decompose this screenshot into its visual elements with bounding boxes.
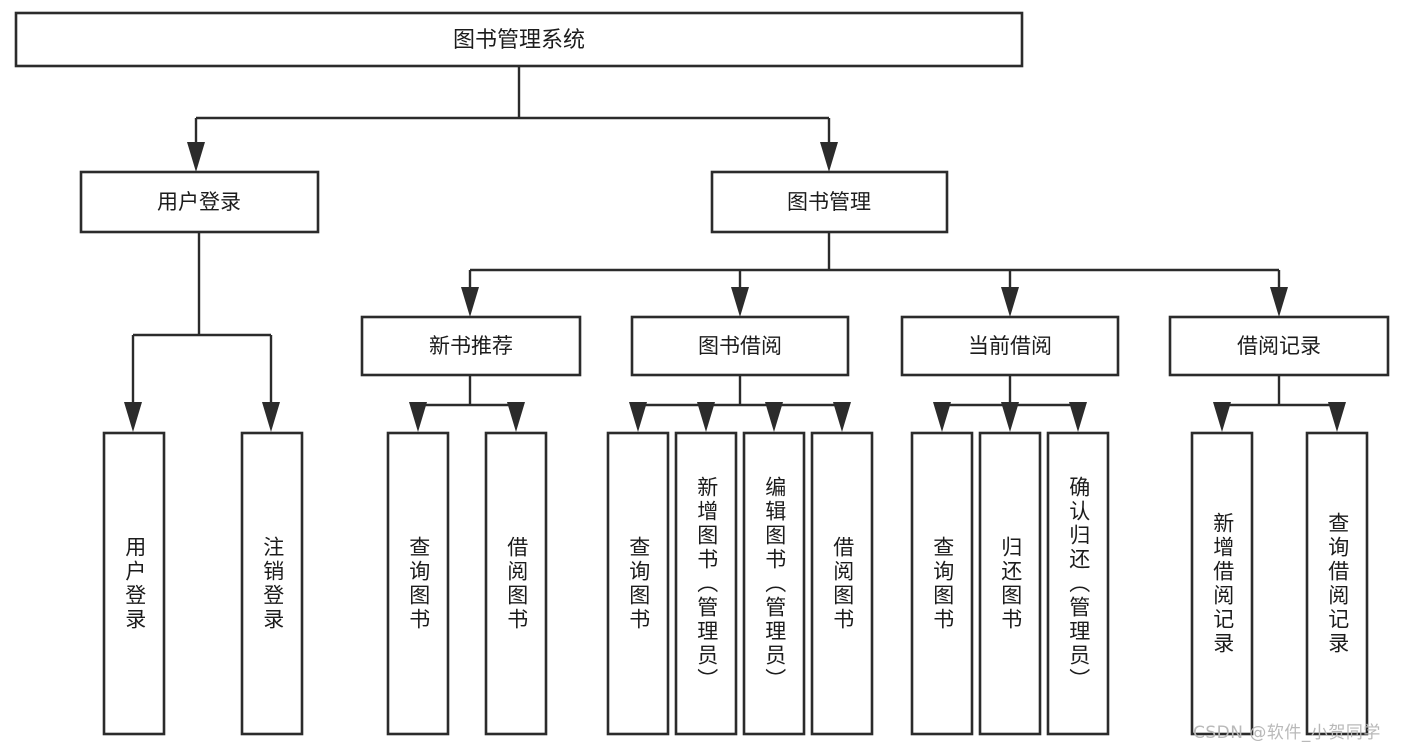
node-root-box[interactable] (14, 11, 1024, 68)
nodes-group: 图书管理系统 用户登录 图书管理 新书推荐 图书借阅 当前借阅 借阅记录 (14, 11, 1390, 736)
leaf-box-borrow-record-2[interactable] (1305, 431, 1369, 736)
arrow-current-borrow-child-3 (1069, 402, 1087, 432)
node-user-login-label: 用户登录 (157, 190, 241, 214)
arrow-current-borrow-child-2 (1001, 402, 1019, 432)
arrow-to-current-borrow (1001, 287, 1019, 317)
leaf-box-book-borrow-4[interactable] (810, 431, 874, 736)
leaf-box-book-borrow-3[interactable] (742, 431, 806, 736)
arrow-current-borrow-child-1 (933, 402, 951, 432)
connectors-group (124, 66, 1346, 432)
node-book-borrow-box[interactable] (630, 315, 850, 377)
arrow-new-book-child-2 (507, 402, 525, 432)
leaf-box-user-login-2[interactable] (240, 431, 304, 736)
node-current-borrow-label: 当前借阅 (968, 334, 1052, 358)
leaf-box-book-borrow-2[interactable] (674, 431, 738, 736)
arrow-book-borrow-child-1 (629, 402, 647, 432)
node-current-borrow-box[interactable] (900, 315, 1120, 377)
arrow-book-borrow-child-4 (833, 402, 851, 432)
arrow-to-book-borrow (731, 287, 749, 317)
arrow-borrow-record-child-1 (1213, 402, 1231, 432)
arrow-user-login-child-2 (262, 402, 280, 432)
node-new-book-label: 新书推荐 (429, 334, 513, 358)
leaf-box-new-book-1[interactable] (386, 431, 450, 736)
leaf-box-book-borrow-1[interactable] (606, 431, 670, 736)
leaf-box-current-borrow-3[interactable] (1046, 431, 1110, 736)
leaf-box-current-borrow-1[interactable] (910, 431, 974, 736)
arrow-user-login-child-1 (124, 402, 142, 432)
leaf-box-new-book-2[interactable] (484, 431, 548, 736)
leaf-box-user-login-1[interactable] (102, 431, 166, 736)
node-user-login-box[interactable] (79, 170, 320, 234)
node-new-book-box[interactable] (360, 315, 582, 377)
arrow-to-borrow-record (1270, 287, 1288, 317)
leaf-box-current-borrow-2[interactable] (978, 431, 1042, 736)
arrow-to-new-book (461, 287, 479, 317)
node-book-manage-label: 图书管理 (787, 190, 871, 214)
leaf-box-borrow-record-1[interactable] (1190, 431, 1254, 736)
node-borrow-record-box[interactable] (1168, 315, 1390, 377)
node-root-label: 图书管理系统 (453, 28, 585, 53)
arrow-new-book-child-1 (409, 402, 427, 432)
node-book-borrow-label: 图书借阅 (698, 334, 782, 358)
watermark-text: CSDN @软件_小贺同学 (1193, 723, 1381, 743)
node-borrow-record-label: 借阅记录 (1237, 334, 1321, 358)
arrow-book-borrow-child-3 (765, 402, 783, 432)
arrow-book-borrow-child-2 (697, 402, 715, 432)
node-book-manage-box[interactable] (710, 170, 949, 234)
arrow-to-book-manage (820, 142, 838, 172)
arrow-to-user-login (187, 142, 205, 172)
arrow-borrow-record-child-2 (1328, 402, 1346, 432)
